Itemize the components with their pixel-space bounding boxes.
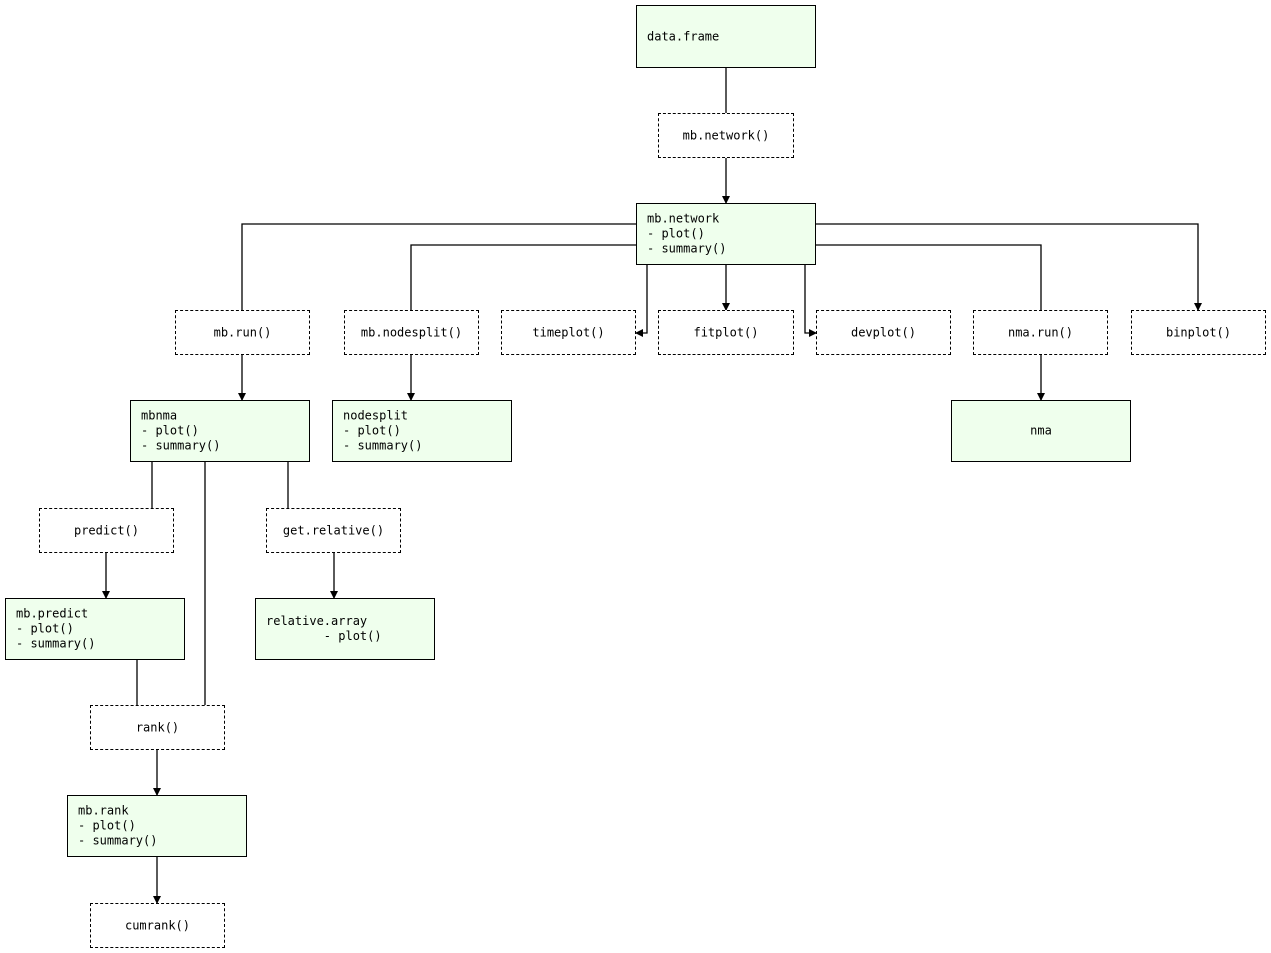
node-binplot-function: binplot() — [1131, 310, 1266, 355]
node-text-line: - plot() — [647, 226, 705, 241]
node-nma-run-function-label: nma.run() — [974, 325, 1107, 340]
edge-mb-network-to-nma-run — [816, 244, 1042, 310]
node-mb-network-function-label: mb.network() — [659, 128, 793, 143]
node-mb-rank-label: mb.rank- plot()- summary() — [78, 804, 157, 849]
node-fitplot-function: fitplot() — [658, 310, 794, 355]
node-text-line: - plot() — [141, 423, 199, 438]
node-data-frame-label: data.frame — [647, 29, 719, 44]
node-mb-run-function: mb.run() — [175, 310, 310, 355]
node-text-line: fitplot() — [693, 325, 759, 339]
node-text-line: - summary() — [16, 636, 96, 651]
node-text-line: mb.network() — [682, 128, 770, 142]
edge-mb-network-to-timeplot — [635, 265, 648, 337]
node-text-line: devplot() — [850, 325, 917, 339]
node-text-line: rank() — [135, 720, 180, 734]
node-mbnma-label: mbnma- plot()- summary() — [141, 409, 220, 454]
node-text-line: get.relative() — [282, 523, 385, 537]
node-text-line: mb.run() — [213, 325, 272, 339]
node-nma: nma — [951, 400, 1131, 462]
node-text-line: cumrank() — [124, 918, 191, 932]
node-nodesplit-label: nodesplit- plot()- summary() — [343, 409, 422, 454]
node-text-line: nodesplit — [343, 408, 409, 423]
edge-mb-network-to-binplot — [816, 223, 1202, 311]
node-mb-nodesplit-function: mb.nodesplit() — [344, 310, 479, 355]
node-timeplot-function-label: timeplot() — [502, 325, 635, 340]
node-mb-run-function-label: mb.run() — [176, 325, 309, 340]
node-cumrank-function: cumrank() — [90, 903, 225, 948]
node-nodesplit: nodesplit- plot()- summary() — [332, 400, 512, 462]
node-text-line: timeplot() — [532, 325, 605, 339]
node-relative-array: relative.array - plot() — [255, 598, 435, 660]
node-mb-network-label: mb.network- plot()- summary() — [647, 212, 726, 257]
node-rank-function-label: rank() — [91, 720, 224, 735]
node-predict-function-label: predict() — [40, 523, 173, 538]
node-text-line: - plot() — [78, 818, 136, 833]
node-relative-array-label: relative.array - plot() — [266, 614, 382, 644]
node-text-line: - plot() — [266, 629, 382, 643]
node-text-line: - summary() — [647, 241, 727, 256]
node-nma-label: nma — [952, 424, 1130, 439]
node-mb-rank: mb.rank- plot()- summary() — [67, 795, 247, 857]
node-text-line: predict() — [73, 523, 140, 537]
node-text-line: mb.predict — [16, 606, 89, 621]
node-devplot-function: devplot() — [816, 310, 951, 355]
node-get-relative-function-label: get.relative() — [267, 523, 400, 538]
edge-mb-network-to-mb-nodesplit — [410, 244, 636, 310]
node-text-line: - plot() — [343, 423, 401, 438]
node-text-line: mb.network — [647, 211, 720, 226]
node-text-line: binplot() — [1165, 325, 1232, 339]
node-text-line: mb.nodesplit() — [360, 325, 463, 339]
node-text-line: - summary() — [78, 833, 158, 848]
node-text-line: - plot() — [16, 621, 74, 636]
node-text-line: relative.array — [266, 614, 368, 628]
node-text-line: mb.rank — [78, 803, 129, 818]
node-cumrank-function-label: cumrank() — [91, 918, 224, 933]
node-rank-function: rank() — [90, 705, 225, 750]
node-text-line: nma.run() — [1007, 325, 1074, 339]
node-timeplot-function: timeplot() — [501, 310, 636, 355]
node-nma-run-function: nma.run() — [973, 310, 1108, 355]
node-devplot-function-label: devplot() — [817, 325, 950, 340]
node-mb-predict-label: mb.predict- plot()- summary() — [16, 607, 95, 652]
node-text-line: nma — [1030, 423, 1052, 438]
node-mb-network: mb.network- plot()- summary() — [636, 203, 816, 265]
node-mb-nodesplit-function-label: mb.nodesplit() — [345, 325, 478, 340]
node-text-line: - summary() — [141, 438, 221, 453]
node-mbnma: mbnma- plot()- summary() — [130, 400, 310, 462]
node-binplot-function-label: binplot() — [1132, 325, 1265, 340]
edge-mb-network-to-mb-run — [241, 223, 636, 310]
node-text-line: - summary() — [343, 438, 423, 453]
node-fitplot-function-label: fitplot() — [659, 325, 793, 340]
node-get-relative-function: get.relative() — [266, 508, 401, 553]
node-text-line: data.frame — [647, 29, 720, 43]
edge-mb-network-to-devplot — [804, 265, 817, 337]
node-mb-predict: mb.predict- plot()- summary() — [5, 598, 185, 660]
node-text-line: mbnma — [141, 408, 178, 423]
node-data-frame: data.frame — [636, 5, 816, 68]
node-mb-network-function: mb.network() — [658, 113, 794, 158]
node-predict-function: predict() — [39, 508, 174, 553]
